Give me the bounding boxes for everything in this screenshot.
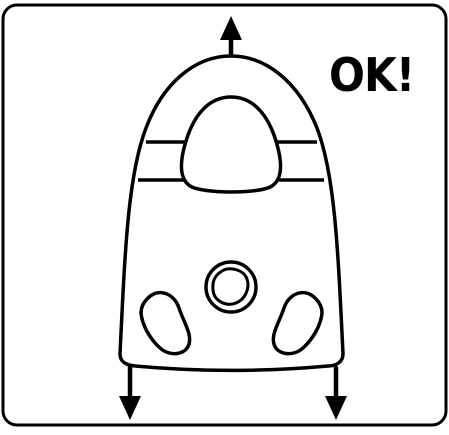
pulley-icon — [118, 54, 345, 373]
diagram-frame — [1, 3, 448, 427]
ok-label: OK! — [329, 48, 415, 102]
axle-inner — [211, 267, 250, 306]
pulley-outline — [118, 54, 345, 373]
right-oval-hole — [271, 290, 324, 356]
left-oval-hole — [139, 290, 192, 356]
arrow-down-left-icon — [119, 363, 141, 420]
arrow-up-icon — [220, 16, 242, 59]
pulley-window — [179, 95, 283, 194]
arrow-down-right-icon — [325, 365, 347, 420]
